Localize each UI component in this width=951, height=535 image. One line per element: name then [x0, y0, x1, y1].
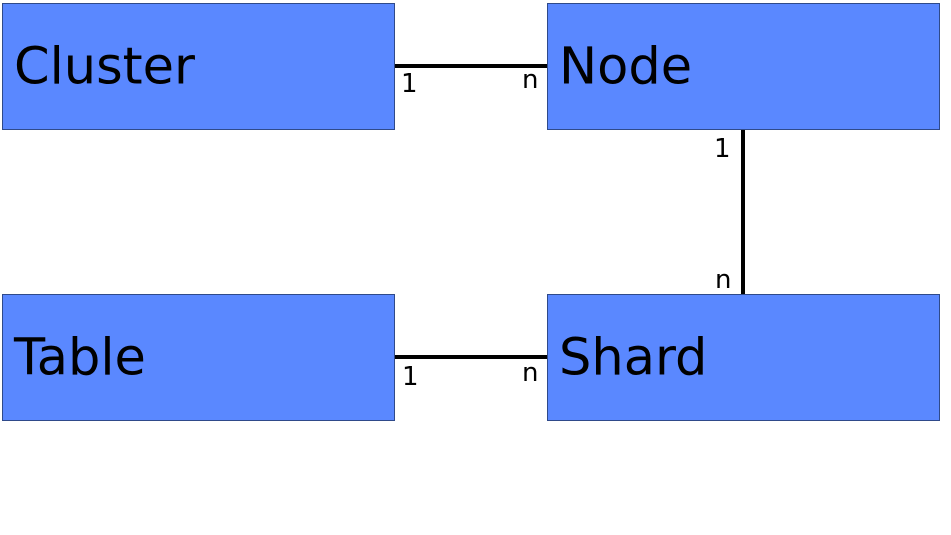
entity-node-label: Node [559, 37, 693, 96]
cardinality-shard-from-node: n [715, 265, 732, 295]
entity-table-label: Table [14, 328, 146, 387]
entity-cluster: Cluster [2, 3, 395, 130]
entity-shard-label: Shard [559, 328, 708, 387]
entity-node: Node [547, 3, 940, 130]
connector-cluster-node [395, 64, 547, 68]
connector-node-shard [741, 130, 745, 294]
connector-table-shard [395, 355, 547, 359]
cardinality-shard-from-table: n [522, 358, 539, 388]
cardinality-node-side: n [522, 65, 539, 95]
entity-shard: Shard [547, 294, 940, 421]
cardinality-node-to-shard: 1 [714, 134, 731, 164]
entity-cluster-label: Cluster [14, 37, 196, 96]
cardinality-cluster-side: 1 [401, 69, 418, 99]
entity-table: Table [2, 294, 395, 421]
cardinality-table-side: 1 [402, 362, 419, 392]
